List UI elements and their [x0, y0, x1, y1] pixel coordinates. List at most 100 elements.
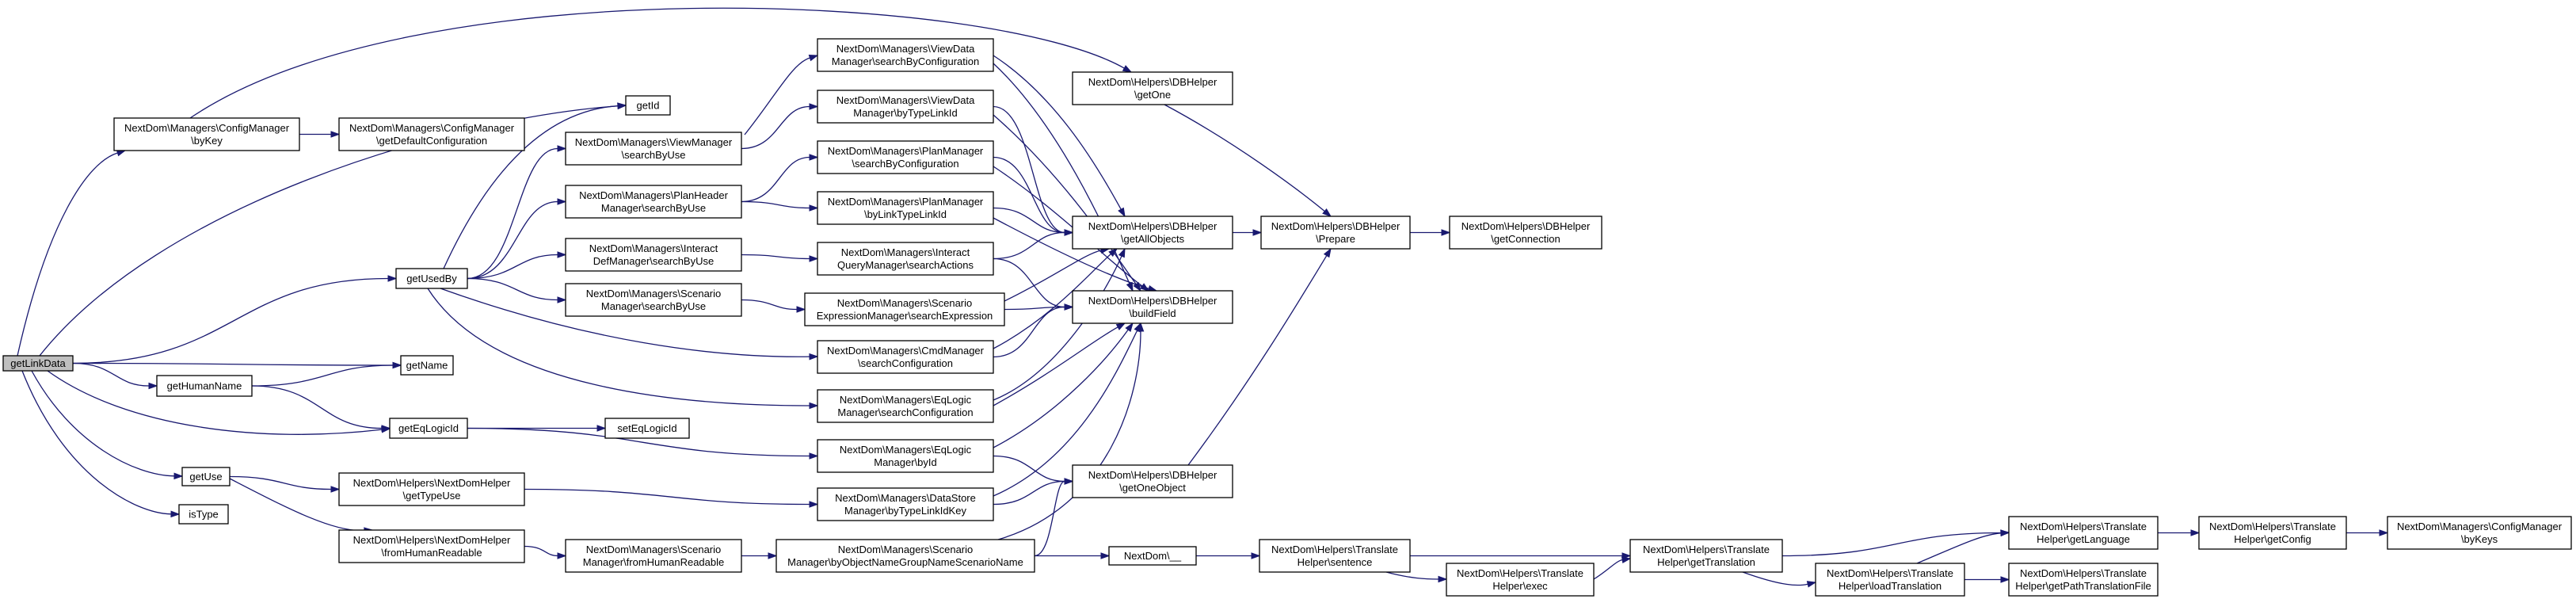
node-scenarioByObjName[interactable]: NextDom\Managers\ScenarioManager\byObjec…: [775, 539, 1035, 573]
edge-dataStoreByType-to-dbGetOneObject: [993, 480, 1065, 506]
edge-translateLoad-to-translateGetLanguage-arrowhead: [2000, 529, 2010, 537]
node-cfgByKey[interactable]: NextDom\Managers\ConfigManager\byKey: [113, 117, 300, 151]
node-interactDefSearchByUse[interactable]: NextDom\Managers\InteractDefManager\sear…: [565, 238, 742, 272]
node-planByLinkTypeLinkId[interactable]: NextDom\Managers\PlanManager\byLinkTypeL…: [817, 191, 994, 225]
node-translateGetConfig[interactable]: NextDom\Helpers\TranslateHelper\getConfi…: [2198, 516, 2347, 550]
node-cfgGetDefault[interactable]: NextDom\Managers\ConfigManager\getDefaul…: [338, 117, 525, 151]
node-isType[interactable]: isType: [178, 504, 229, 525]
node-translateLoad[interactable]: NextDom\Helpers\TranslateHelper\loadTran…: [1815, 563, 1965, 597]
node-eqLogicSearchCfg[interactable]: NextDom\Managers\EqLogicManager\searchCo…: [817, 389, 994, 423]
edge-dataStoreByType-to-dbBuildField: [993, 330, 1138, 497]
edge-getLinkData-to-getHumanName-arrowhead: [148, 382, 158, 390]
edge-nextdomUnderscore-to-translateSentence-arrowhead: [1251, 552, 1261, 559]
node-planHeaderSearchByUse[interactable]: NextDom\Managers\PlanHeaderManager\searc…: [565, 185, 742, 219]
node-getEqLogicId[interactable]: getEqLogicId: [389, 418, 468, 439]
node-scenarioExprSearch[interactable]: NextDom\Managers\ScenarioExpressionManag…: [804, 292, 1005, 326]
node-label: Helper\loadTranslation: [1839, 580, 1942, 592]
node-box: [817, 340, 994, 374]
node-label: NextDom\Managers\ConfigManager: [2397, 521, 2563, 532]
edge-getUsedBy-to-viewSearchByUse: [467, 147, 558, 280]
edge-eqLogicSearchCfg-to-dbGetAllObjects-arrowhead: [1118, 247, 1126, 258]
node-nextdomUnderscore[interactable]: NextDom\__: [1108, 546, 1197, 566]
node-box: [1072, 71, 1233, 105]
node-dbGetConnection[interactable]: NextDom\Helpers\DBHelper\getConnection: [1449, 216, 1602, 250]
edge-scenarioByObjName-to-nextdomUnderscore-arrowhead: [1100, 552, 1111, 559]
node-box: [1446, 563, 1595, 597]
node-label: NextDom\Helpers\DBHelper: [1088, 295, 1218, 307]
node-label: NextDom\Helpers\Translate: [2020, 567, 2147, 579]
node-dbGetOneObject[interactable]: NextDom\Helpers\DBHelper\getOneObject: [1072, 464, 1233, 498]
edge-getHumanName-to-getName: [251, 364, 394, 387]
node-nextdomFromHuman[interactable]: NextDom\Helpers\NextDomHelper\fromHumanR…: [338, 529, 525, 563]
node-planSearchByCfg[interactable]: NextDom\Managers\PlanManager\searchByCon…: [817, 140, 994, 174]
node-translateGetTranslation[interactable]: NextDom\Helpers\TranslateHelper\getTrans…: [1629, 539, 1783, 573]
node-getUsedBy[interactable]: getUsedBy: [395, 268, 468, 289]
edge-cfgByKey-to-dbGetOne: [189, 7, 1125, 119]
node-label: Helper\getLanguage: [2037, 533, 2130, 545]
node-box: [400, 355, 454, 376]
edge-interactDefSearchByUse-to-interactQuerySearchActions: [741, 254, 810, 260]
node-viewSearchByUse[interactable]: NextDom\Managers\ViewManager\searchByUse: [565, 132, 742, 166]
edge-dbGetOneObject-to-dbPrepare: [1187, 255, 1328, 466]
edge-scenarioByObjName-to-dbGetOneObject: [1034, 480, 1065, 557]
node-interactQuerySearchActions[interactable]: NextDom\Managers\InteractQueryManager\se…: [817, 242, 994, 276]
node-getLinkData[interactable]: getLinkData: [2, 355, 74, 372]
node-dbGetAllObjects[interactable]: NextDom\Helpers\DBHelper\getAllObjects: [1072, 216, 1233, 250]
edge-getUsedBy-to-scenarioSearchByUse-arrowhead: [557, 296, 567, 303]
node-dbBuildField[interactable]: NextDom\Helpers\DBHelper\buildField: [1072, 290, 1233, 324]
node-label: Manager\searchByUse: [601, 300, 706, 312]
node-box: [565, 283, 742, 317]
nodes-layer: getLinkDataNextDom\Managers\ConfigManage…: [2, 38, 2572, 597]
node-label: \getDefaultConfiguration: [376, 135, 487, 147]
node-label: \getOneObject: [1119, 482, 1186, 494]
node-getUse[interactable]: getUse: [181, 467, 231, 486]
edge-viewSearchByUse-to-viewDataSearchByCfg: [744, 57, 810, 135]
node-label: NextDom\Managers\ViewManager: [575, 136, 733, 148]
edge-translateExec-to-translateGetTranslation: [1593, 559, 1623, 580]
edge-scenarioSearchByUse-to-scenarioExprSearch-arrowhead: [796, 306, 806, 313]
node-dbGetOne[interactable]: NextDom\Helpers\DBHelper\getOne: [1072, 71, 1233, 105]
node-dataStoreByType[interactable]: NextDom\Managers\DataStoreManager\byType…: [817, 487, 994, 521]
node-label: NextDom\Helpers\Translate: [1643, 544, 1770, 555]
node-cmdSearchCfg[interactable]: NextDom\Managers\CmdManager\searchConfig…: [817, 340, 994, 374]
node-getHumanName[interactable]: getHumanName: [156, 375, 253, 397]
edge-translateLoad-to-translateGetLanguage: [1916, 532, 2002, 564]
edge-cmdSearchCfg-to-dbGetAllObjects: [993, 254, 1111, 349]
edge-nextdomGetTypeUse-to-dataStoreByType: [524, 488, 810, 506]
edge-scenarioByObjName-to-dbBuildField: [997, 330, 1141, 540]
node-getId[interactable]: getId: [625, 95, 671, 116]
node-label: getEqLogicId: [398, 422, 459, 434]
node-label: NextDom\Managers\Scenario: [586, 288, 722, 300]
node-scenarioFromHuman[interactable]: NextDom\Managers\ScenarioManager\fromHum…: [565, 539, 742, 573]
node-translateGetPathFile[interactable]: NextDom\Helpers\TranslateHelper\getPathT…: [2008, 563, 2159, 597]
node-viewDataSearchByCfg[interactable]: NextDom\Managers\ViewDataManager\searchB…: [817, 38, 994, 72]
edge-dbGetOne-to-dbPrepare-arrowhead: [1322, 208, 1332, 217]
node-box: [625, 95, 671, 116]
node-label: Helper\exec: [1492, 580, 1548, 592]
node-box: [338, 529, 525, 563]
edge-scenarioSearchByUse-to-scenarioExprSearch: [741, 299, 798, 311]
node-box: [2387, 516, 2572, 550]
node-label: NextDom\Managers\Scenario: [837, 297, 973, 309]
node-translateGetLanguage[interactable]: NextDom\Helpers\TranslateHelper\getLangu…: [2008, 516, 2159, 550]
node-box: [817, 487, 994, 521]
node-getName[interactable]: getName: [400, 355, 454, 376]
node-box: [2008, 516, 2159, 550]
node-box: [2, 355, 74, 372]
node-box: [338, 117, 525, 151]
edge-viewDataSearchByCfg-to-dbGetAllObjects: [993, 55, 1122, 210]
node-scenarioSearchByUse[interactable]: NextDom\Managers\ScenarioManager\searchB…: [565, 283, 742, 317]
node-viewDataByTypeLinkId[interactable]: NextDom\Managers\ViewDataManager\byTypeL…: [817, 90, 994, 124]
node-label: \getConnection: [1491, 233, 1560, 245]
edge-cfgByKey-to-cfgGetDefault-arrowhead: [330, 131, 341, 138]
node-dbPrepare[interactable]: NextDom\Helpers\DBHelper\Prepare: [1260, 216, 1411, 250]
node-nextdomGetTypeUse[interactable]: NextDom\Helpers\NextDomHelper\getTypeUse: [338, 472, 525, 506]
node-setEqLogicId[interactable]: setEqLogicId: [604, 418, 690, 439]
node-cfgByKeys[interactable]: NextDom\Managers\ConfigManager\byKeys: [2387, 516, 2572, 550]
edge-translateLoad-to-translateGetPathFile-arrowhead: [2000, 576, 2010, 583]
node-label: NextDom\Managers\ViewData: [836, 94, 975, 106]
edge-interactDefSearchByUse-to-interactQuerySearchActions-arrowhead: [809, 255, 819, 262]
